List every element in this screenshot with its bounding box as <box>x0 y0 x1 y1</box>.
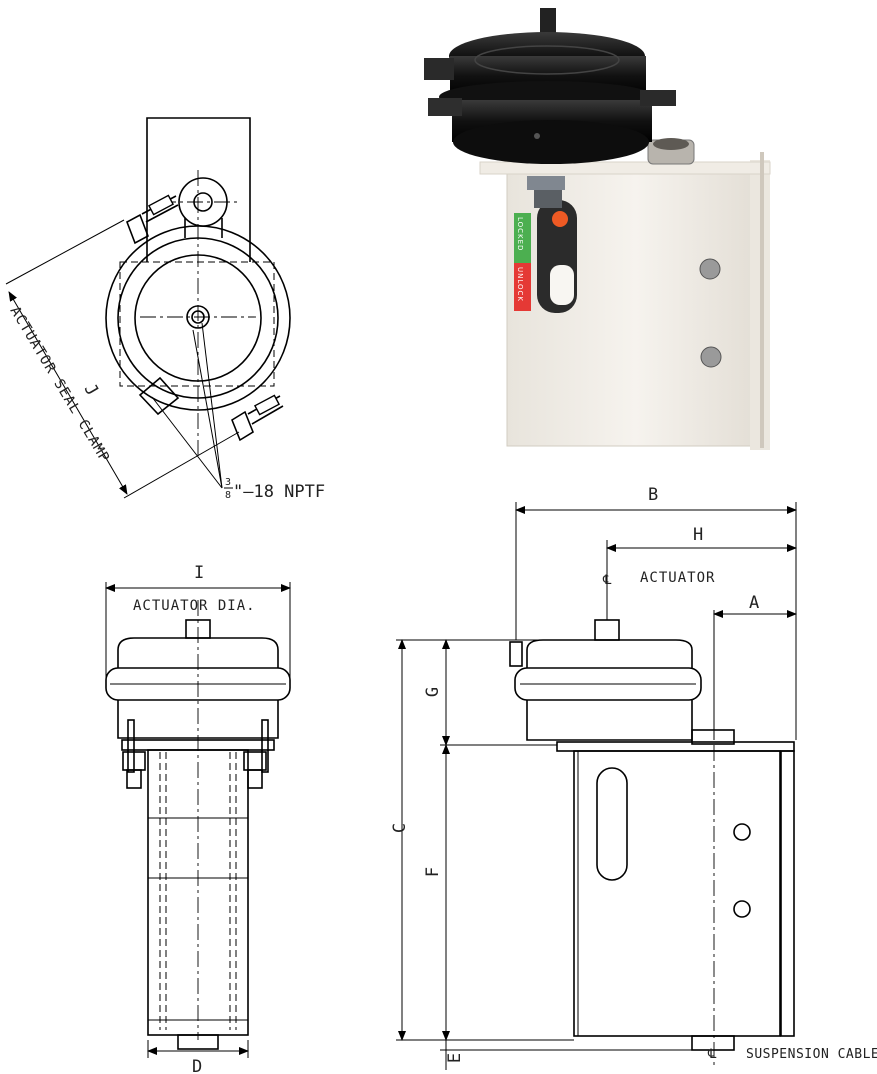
dimension-h: H <box>693 525 703 545</box>
air-port-upper-icon <box>424 58 454 80</box>
port-fraction-den: 8 <box>225 490 231 501</box>
dimension-f: F <box>423 867 443 877</box>
dimension-b: B <box>648 485 658 505</box>
cable-cap-nut <box>647 138 695 165</box>
dimension-j: J <box>80 381 102 400</box>
lock-slot <box>527 176 577 313</box>
actuator-chamber <box>424 8 676 164</box>
dimension-d: D <box>192 1057 202 1074</box>
clamp-bolt-upper <box>126 194 179 245</box>
port-spec: "–18 NPTF <box>233 482 325 502</box>
unlock-tag-text: UNLOCK <box>516 267 524 302</box>
port-fraction-num: 3 <box>225 477 231 488</box>
dimension-i: I <box>194 563 204 583</box>
top-view-drawing: J ACTUATOR SEAL CLAMP 3 8 "–18 NPTF <box>5 117 325 502</box>
air-port-lower-icon <box>428 98 462 116</box>
side-view-drawing: B H ℄ ACTUATOR A C <box>390 485 877 1070</box>
actuator-cl-label: ACTUATOR <box>640 570 715 586</box>
air-port-side-icon <box>640 90 676 106</box>
unlock-tag <box>514 263 531 311</box>
actuator-cl-mark: ℄ <box>602 573 612 588</box>
locked-tag <box>514 213 531 263</box>
locked-tag-text: LOCKED <box>516 217 524 251</box>
suspension-cable-label: SUSPENSION CABLE <box>746 1047 877 1062</box>
dimension-e: E <box>445 1053 465 1063</box>
front-view-drawing: I ACTUATOR DIA. <box>105 563 291 1074</box>
front-bolt-left <box>122 719 146 789</box>
product-photo: LOCKED UNLOCK <box>424 8 771 450</box>
dimension-g: G <box>423 687 443 697</box>
suspension-cl-mark: ℄ <box>707 1047 717 1062</box>
clamp-bolt-lower <box>231 394 284 442</box>
port-callout: 3 8 "–18 NPTF <box>224 477 325 502</box>
bracket-bolt-lower <box>700 346 722 368</box>
release-knob-icon <box>552 211 568 227</box>
dimension-c: C <box>390 823 410 833</box>
bracket-bolt-upper <box>699 258 721 280</box>
dimension-a: A <box>749 593 759 613</box>
actuator-dia-label: ACTUATOR DIA. <box>133 598 256 614</box>
lock-indicator: LOCKED UNLOCK <box>514 213 531 311</box>
